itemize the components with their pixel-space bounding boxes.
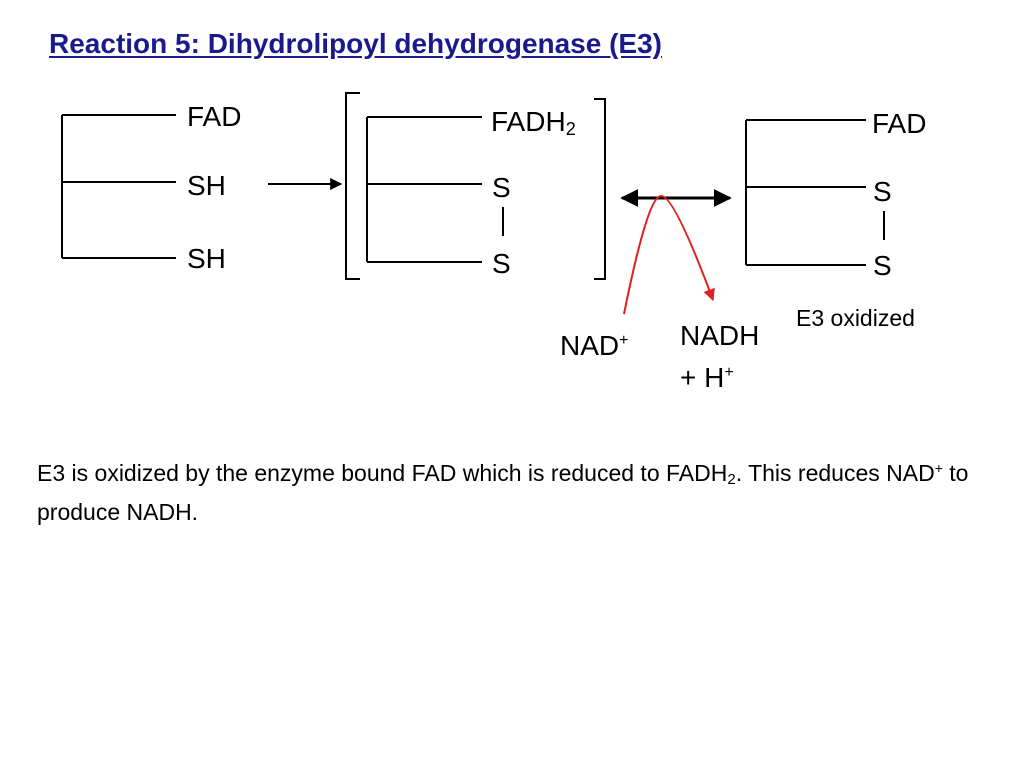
description-part-2: . This reduces NAD [735, 460, 935, 486]
left-structure-skeleton [61, 114, 176, 259]
middle-fadh2-label: FADH2 [491, 106, 576, 139]
h-plus-text: + H [680, 362, 725, 393]
left-bracket [345, 92, 360, 280]
cofactor-curved-arrow [623, 195, 715, 315]
h-plus-label: + H+ [680, 364, 734, 392]
middle-fadh-subscript: 2 [565, 119, 576, 139]
left-sh-top-label: SH [187, 170, 226, 201]
nad-superscript: + [619, 332, 629, 349]
right-fad-label: FAD [872, 108, 927, 139]
middle-structure-skeleton [366, 116, 504, 263]
nad-plus-label: NAD+ [560, 332, 628, 360]
description-subscript: 2 [727, 471, 736, 488]
middle-s-bottom-label: S [492, 248, 511, 279]
right-s-top-label: S [873, 176, 892, 207]
right-structure-skeleton [745, 119, 885, 266]
nadh-label: NADH [680, 320, 760, 351]
description-text: E3 is oxidized by the enzyme bound FAD w… [37, 452, 997, 528]
middle-fadh-text: FADH [491, 106, 566, 137]
right-s-bottom-label: S [873, 250, 892, 281]
description-part-1: E3 is oxidized by the enzyme bound FAD w… [37, 460, 728, 486]
description-superscript: + [934, 460, 943, 476]
right-bracket [594, 98, 606, 280]
h-plus-superscript: + [724, 364, 734, 381]
left-fad-label: FAD [187, 101, 242, 132]
description-part-3: to produce NADH. [37, 460, 969, 525]
nad-text: NAD [560, 330, 620, 361]
page-title: Reaction 5: Dihydrolipoyl dehydrogenase … [49, 28, 663, 59]
e3-oxidized-caption: E3 oxidized [796, 305, 915, 331]
left-sh-bottom-label: SH [187, 243, 226, 274]
middle-s-top-label: S [492, 172, 511, 203]
